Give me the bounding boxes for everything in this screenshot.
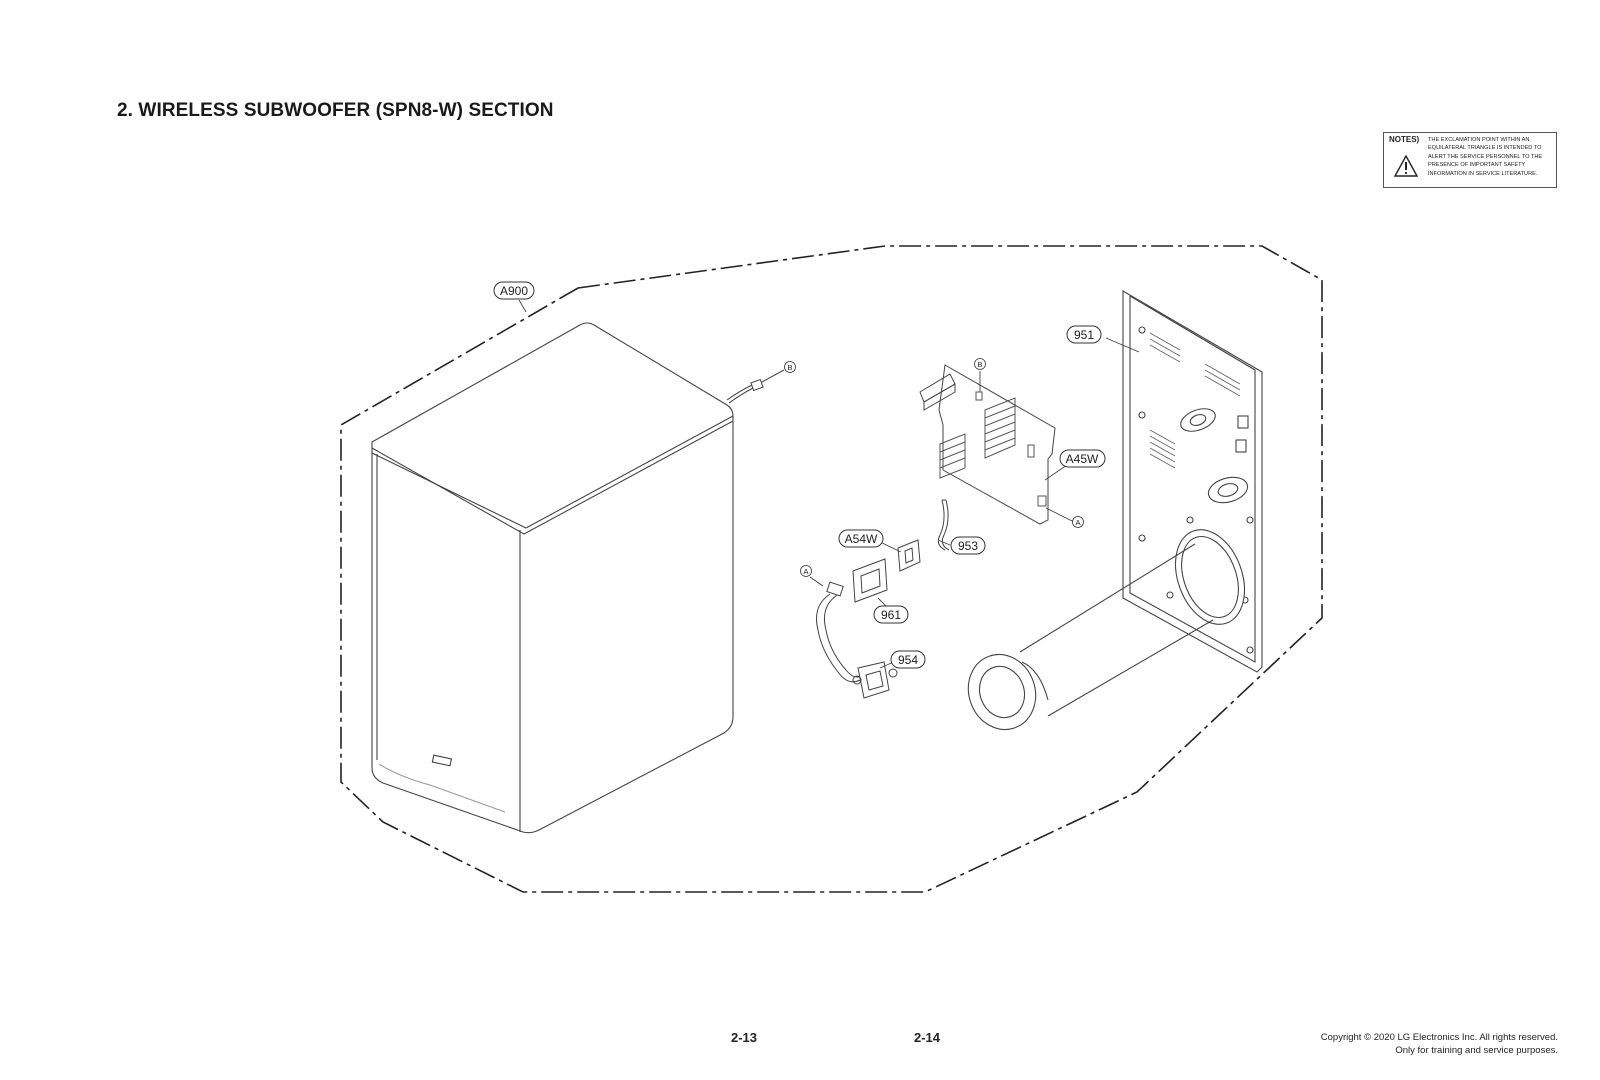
label-a45w: A45W — [1059, 449, 1106, 468]
svg-text:A: A — [803, 567, 808, 576]
svg-text:A: A — [1075, 518, 1080, 527]
subwoofer-cabinet — [371, 322, 734, 834]
cable-953 — [937, 499, 950, 551]
connector-a-cable: A — [800, 565, 812, 577]
svg-text:961: 961 — [881, 608, 901, 622]
svg-text:953: 953 — [958, 539, 978, 553]
connector-a-pcb: A — [1072, 516, 1084, 528]
label-951: 951 — [1066, 325, 1102, 344]
label-961: 961 — [873, 605, 909, 624]
svg-text:A54W: A54W — [845, 532, 878, 546]
svg-text:B: B — [787, 363, 792, 372]
warning-triangle-icon — [1394, 155, 1418, 177]
copyright-line-2: Only for training and service purposes. — [1395, 1045, 1558, 1056]
svg-text:951: 951 — [1074, 328, 1094, 342]
label-953: 953 — [950, 536, 986, 555]
main-pcb — [919, 364, 1056, 525]
svg-text:B: B — [977, 360, 982, 369]
connector-b-pcb: B — [974, 358, 986, 370]
page-number-left: 2-13 — [731, 1030, 758, 1045]
copyright-notice: Copyright © 2020 LG Electronics Inc. All… — [1321, 1031, 1558, 1057]
connector-b-cabinet: B — [784, 361, 796, 373]
safety-notes-box: NOTES) THE EXCLAMATION POINT WITHIN AN E… — [1383, 132, 1557, 188]
part-labels: A900 951 A45W A54W 953 961 954 — [493, 281, 1106, 669]
copyright-line-1: Copyright © 2020 LG Electronics Inc. All… — [1320, 1032, 1558, 1043]
port-tube — [967, 529, 1245, 730]
notes-label: NOTES) — [1389, 135, 1420, 144]
label-a900: A900 — [493, 281, 535, 300]
svg-text:954: 954 — [898, 653, 918, 667]
assembly-boundary — [340, 245, 1323, 893]
module-a54w — [897, 539, 921, 572]
module-961 — [852, 558, 888, 603]
notes-text: THE EXCLAMATION POINT WITHIN AN EQUILATE… — [1428, 137, 1543, 177]
svg-text:A900: A900 — [500, 284, 528, 298]
label-a54w: A54W — [838, 529, 884, 548]
rear-panel — [1122, 290, 1263, 673]
label-954: 954 — [890, 650, 926, 669]
section-title: 2. WIRELESS SUBWOOFER (SPN8-W) SECTION — [117, 100, 554, 121]
connector-markers: B B A A — [784, 358, 1084, 577]
svg-text:A45W: A45W — [1066, 452, 1099, 466]
cabinet-cable — [726, 369, 785, 404]
cable-954 — [809, 576, 898, 699]
page-number-right: 2-14 — [914, 1030, 941, 1045]
